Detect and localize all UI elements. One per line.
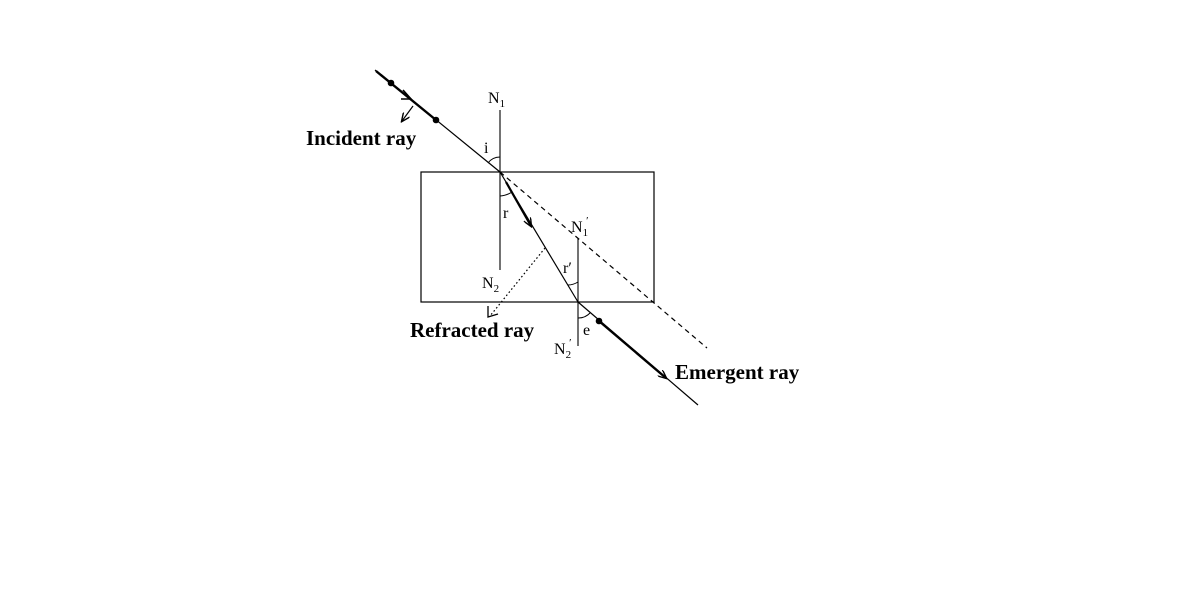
n2-prime-label: N2′ [554, 337, 571, 361]
n1-label: N1 [488, 90, 505, 110]
n2-label: N2 [482, 275, 499, 295]
emergent-ray-label: Emergent ray [675, 360, 800, 384]
n1-prime-label: N1′ [571, 215, 588, 239]
incident-pin-1 [387, 79, 395, 87]
angle-r-prime-arc [567, 281, 579, 286]
emergent-ray-bold-arrow [598, 320, 666, 378]
emergent-pin-1 [595, 317, 603, 325]
incident-label-pointer [402, 105, 414, 121]
refracted-ray-label: Refracted ray [410, 318, 535, 342]
angle-r-arc [499, 191, 513, 197]
incident-ray-extension [499, 171, 708, 349]
refracted-label-pointer-arrowhead [487, 306, 499, 318]
glass-slab [420, 171, 655, 303]
angle-r-label: r [503, 205, 509, 222]
angle-i-arc [487, 156, 501, 164]
incident-ray-label: Incident ray [306, 126, 417, 150]
incident-ray-arrowhead [401, 89, 413, 100]
angle-e-label: e [583, 322, 590, 339]
angle-r-prime-label: r′ [563, 260, 572, 277]
refracted-label-pointer [489, 247, 546, 317]
angle-i-label: i [484, 140, 489, 157]
angle-e-arc [577, 312, 591, 319]
incident-pin-2 [432, 116, 440, 124]
incident-ray-bold-segment [375, 70, 437, 121]
refracted-ray-bold-arrow [505, 181, 531, 226]
